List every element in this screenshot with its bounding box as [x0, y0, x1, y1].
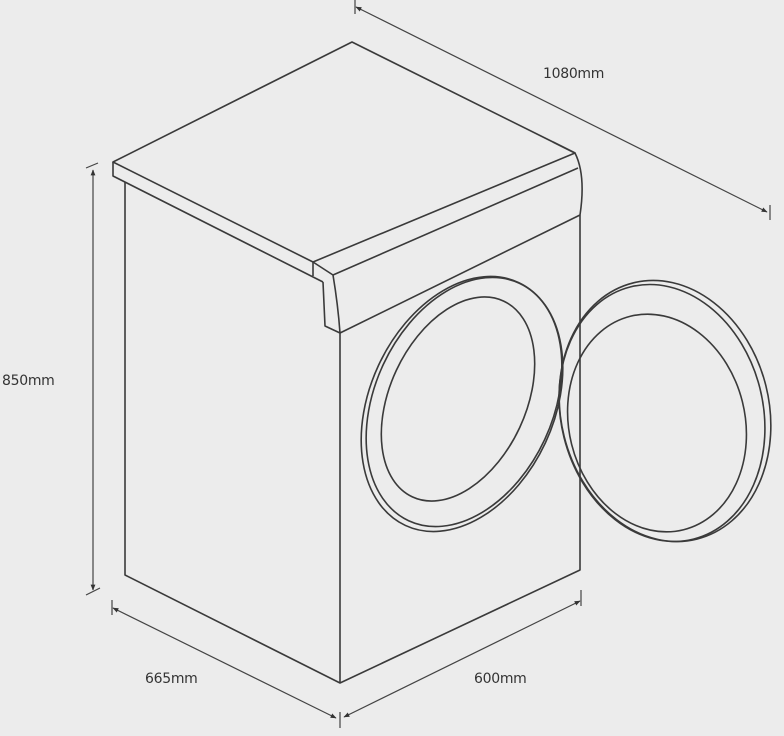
left-side [124, 182, 581, 684]
control-panel [312, 141, 583, 334]
open-door [558, 279, 772, 543]
height-label: 850mm [2, 373, 55, 389]
top-surface [112, 41, 576, 263]
width-label: 600mm [474, 671, 527, 687]
depth-door-open-label: 1080mm [543, 66, 605, 82]
depth-label: 665mm [145, 671, 198, 687]
top-slab-edge [112, 162, 324, 283]
dimension-lines [85, 0, 771, 728]
machine-body [112, 41, 583, 684]
drum-opening [360, 275, 564, 533]
